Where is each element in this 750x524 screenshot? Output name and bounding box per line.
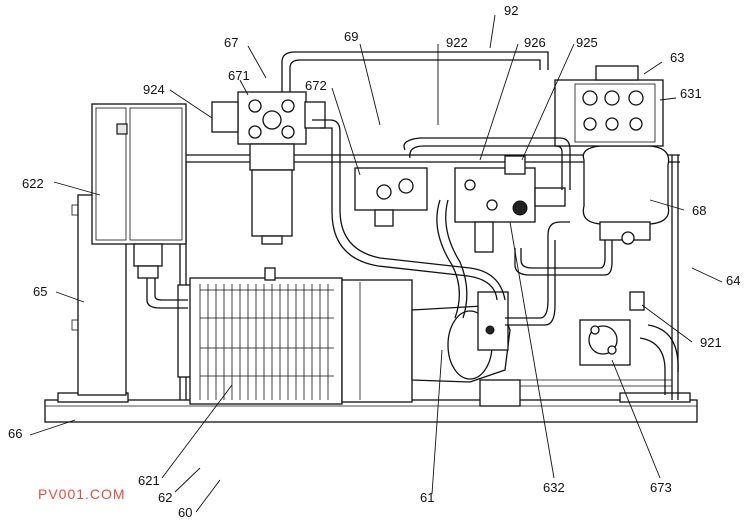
manifold-926 <box>454 155 566 253</box>
label-65: 65 <box>33 284 47 299</box>
valve-69 <box>354 167 428 227</box>
label-921: 921 <box>700 335 722 350</box>
label-925: 925 <box>576 35 598 50</box>
label-69: 69 <box>344 29 358 44</box>
label-92: 92 <box>504 3 518 18</box>
valve-stack-63 <box>554 65 664 147</box>
label-67: 67 <box>224 35 238 50</box>
label-922: 922 <box>446 35 468 50</box>
label-926: 926 <box>524 35 546 50</box>
label-632: 632 <box>543 480 565 495</box>
label-60: 60 <box>178 505 192 519</box>
pump-61 <box>411 291 521 407</box>
label-673: 673 <box>650 480 672 495</box>
filter-671 <box>211 91 326 245</box>
filter-673 <box>579 291 645 366</box>
motor-621 <box>177 267 413 405</box>
label-61: 61 <box>420 490 434 505</box>
label-68: 68 <box>692 203 706 218</box>
tank-68 <box>582 145 670 245</box>
pipework <box>146 51 679 395</box>
label-924: 924 <box>143 82 165 97</box>
label-631: 631 <box>680 86 702 101</box>
label-671: 671 <box>228 68 250 83</box>
label-672: 672 <box>305 78 327 93</box>
leader-lines <box>29 14 723 513</box>
label-64: 64 <box>726 273 740 288</box>
label-622: 622 <box>22 176 44 191</box>
label-621: 621 <box>138 473 160 488</box>
part-labels: 92 67 69 922 926 925 63 671 924 672 631 … <box>8 3 740 520</box>
watermark-text: PV001.COM <box>38 486 126 502</box>
control-box-622 <box>91 103 187 279</box>
label-66: 66 <box>8 426 22 441</box>
label-63: 63 <box>670 50 684 65</box>
label-62: 62 <box>158 490 172 505</box>
